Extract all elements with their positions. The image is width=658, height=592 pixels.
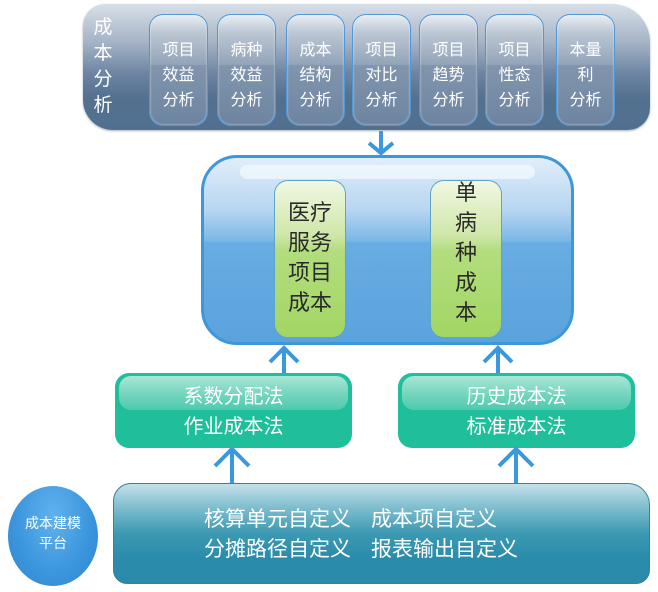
arrow-down-icon xyxy=(366,131,396,157)
analysis-item-label: 项目 性态 分析 xyxy=(498,40,531,109)
analysis-item-label: 项目 趋势 分析 xyxy=(432,40,465,109)
gloss-highlight xyxy=(240,165,535,179)
platform-features-row-1: 核算单元自定义 成本项自定义 xyxy=(204,507,498,531)
analysis-item-cost-structure[interactable]: 成本 结构 分析 xyxy=(286,14,345,126)
analysis-item-project-comparison[interactable]: 项目 对比 分析 xyxy=(352,14,411,126)
cost-objects-panel: 医疗 服务 项目 成本 单 病 种 成 本 xyxy=(201,155,574,345)
arrow-up-icon xyxy=(481,344,515,374)
analysis-item-label: 成本 结构 分析 xyxy=(299,40,332,109)
method-historical-cost: 历史成本法 xyxy=(466,384,567,408)
analysis-item-label: 病种 效益 分析 xyxy=(230,40,263,109)
cost-object-single-disease[interactable]: 单 病 种 成 本 xyxy=(430,180,502,338)
cost-analysis-panel: 成 本 分 析 项目 效益 分析 病种 效益 分析 成本 结构 分析 项目 对比… xyxy=(83,4,650,130)
arrow-up-icon xyxy=(212,445,252,485)
method-labels: 历史成本法 标准成本法 xyxy=(398,381,635,441)
gloss-highlight xyxy=(402,376,631,410)
arrow-up-icon xyxy=(267,344,301,374)
title-char: 分 xyxy=(93,68,113,90)
cost-modeling-platform-panel: 核算单元自定义 成本项自定义 分摊路径自定义 报表输出自定义 xyxy=(113,483,650,584)
cost-analysis-title: 成 本 分 析 xyxy=(91,14,115,118)
method-labels: 系数分配法 作业成本法 xyxy=(115,381,352,441)
analysis-item-project-trend[interactable]: 项目 趋势 分析 xyxy=(419,14,478,126)
cost-object-medical-service[interactable]: 医疗 服务 项目 成本 xyxy=(274,180,346,338)
analysis-item-label: 项目 对比 分析 xyxy=(365,40,398,109)
analysis-item-project-behavior[interactable]: 项目 性态 分析 xyxy=(485,14,544,126)
analysis-item-label: 项目 效益 分析 xyxy=(162,40,195,109)
title-char: 析 xyxy=(93,94,113,116)
analysis-item-project-benefit[interactable]: 项目 效益 分析 xyxy=(149,14,208,126)
title-char: 成 xyxy=(93,16,113,38)
method-activity-based-costing: 作业成本法 xyxy=(183,414,284,438)
gloss-highlight xyxy=(119,376,348,410)
arrow-up-icon xyxy=(496,445,536,485)
analysis-item-cost-volume-profit[interactable]: 本量 利 分析 xyxy=(556,14,615,126)
analysis-item-label: 本量 利 分析 xyxy=(569,40,602,109)
cost-object-label: 医疗 服务 项目 成本 xyxy=(287,201,332,316)
platform-badge-label: 成本建模 平台 xyxy=(25,516,81,552)
cost-object-label: 单 病 种 成 本 xyxy=(454,181,477,326)
method-box-allocation[interactable]: 系数分配法 作业成本法 xyxy=(115,373,352,448)
cost-modeling-platform-badge[interactable]: 成本建模 平台 xyxy=(8,486,98,586)
title-char: 本 xyxy=(93,42,113,64)
method-box-standard[interactable]: 历史成本法 标准成本法 xyxy=(398,373,635,448)
analysis-item-disease-benefit[interactable]: 病种 效益 分析 xyxy=(217,14,276,126)
platform-features-row-2: 分摊路径自定义 报表输出自定义 xyxy=(204,537,519,561)
method-standard-cost: 标准成本法 xyxy=(466,414,567,438)
method-coefficient-allocation: 系数分配法 xyxy=(183,384,284,408)
